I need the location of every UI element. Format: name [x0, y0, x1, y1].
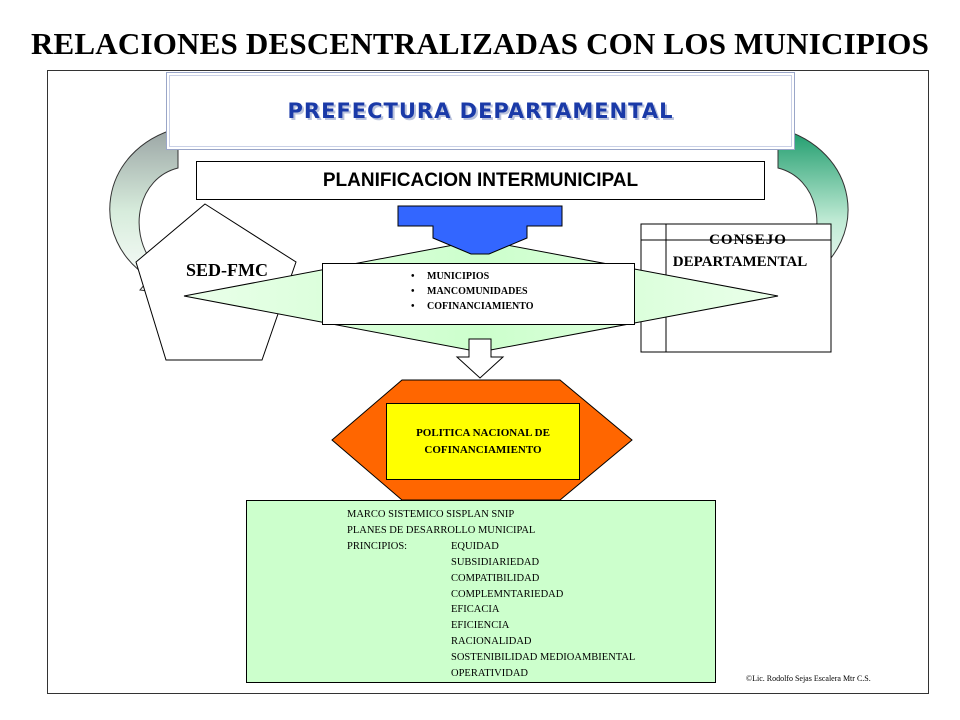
principle-item: COMPATIBILIDAD — [451, 572, 540, 584]
principle-row: SOSTENIBILIDAD MEDIOAMBIENTAL — [347, 650, 715, 666]
principle-row: SUBSIDIARIEDAD — [347, 555, 715, 571]
principle-item: EFICIENCIA — [451, 620, 510, 632]
politica-box: POLITICA NACIONAL DE COFINANCIAMIENTO — [386, 403, 580, 480]
diagram-frame — [47, 70, 929, 694]
marco-box: MARCO SISTEMICO SISPLAN SNIP PLANES DE D… — [246, 500, 716, 683]
planificacion-box: PLANIFICACION INTERMUNICIPAL — [196, 161, 765, 200]
prefectura-banner: PREFECTURA DEPARTAMENTAL — [166, 72, 795, 150]
prefectura-label: PREFECTURA DEPARTAMENTAL — [287, 99, 674, 123]
principle-item: OPERATIVIDAD — [451, 668, 528, 680]
principle-row: OPERATIVIDAD — [347, 666, 715, 682]
principle-row: RACIONALIDAD — [347, 634, 715, 650]
marco-line: MARCO SISTEMICO SISPLAN SNIP — [347, 509, 515, 520]
sed-fmc-pentagon — [135, 203, 297, 361]
credit-text: ©Lic. Rodolfo Sejas Escalera Mtr C.S. — [746, 674, 871, 683]
politica-line2: COFINANCIAMIENTO — [424, 443, 542, 456]
blue-down-arrow — [397, 205, 563, 255]
sed-fmc-label: SED-FMC — [186, 260, 268, 280]
principle-row: EFICIENCIA — [347, 618, 715, 634]
principios-label: PRINCIPIOS: — [347, 540, 408, 552]
principle-row: PRINCIPIOS: EQUIDAD — [347, 539, 715, 555]
municipios-box: MUNICIPIOS MANCOMUNIDADES COFINANCIAMIEN… — [322, 263, 635, 325]
principle-row: EFICACIA — [347, 602, 715, 618]
list-item: MANCOMUNIDADES — [411, 284, 634, 299]
principle-item: EFICACIA — [451, 604, 500, 616]
page-title: RELACIONES DESCENTRALIZADAS CON LOS MUNI… — [30, 26, 930, 61]
principle-item: RACIONALIDAD — [451, 636, 532, 648]
principle-item: SOSTENIBILIDAD MEDIOAMBIENTAL — [451, 652, 636, 664]
principle-item: EQUIDAD — [451, 540, 499, 552]
list-item: MUNICIPIOS — [411, 269, 634, 284]
list-item: COFINANCIAMIENTO — [411, 299, 634, 314]
principle-row: COMPLEMNTARIEDAD — [347, 587, 715, 603]
consejo-label-line1: CONSEJO — [709, 232, 787, 248]
white-down-arrow — [455, 338, 505, 379]
marco-line: PLANES DE DESARROLLO MUNICIPAL — [347, 524, 536, 536]
principle-item: SUBSIDIARIEDAD — [451, 556, 540, 568]
politica-line1: POLITICA NACIONAL DE — [416, 426, 550, 439]
consejo-label-line2: DEPARTAMENTAL — [672, 254, 808, 270]
principle-item: COMPLEMNTARIEDAD — [451, 588, 564, 600]
principle-row: COMPATIBILIDAD — [347, 571, 715, 587]
